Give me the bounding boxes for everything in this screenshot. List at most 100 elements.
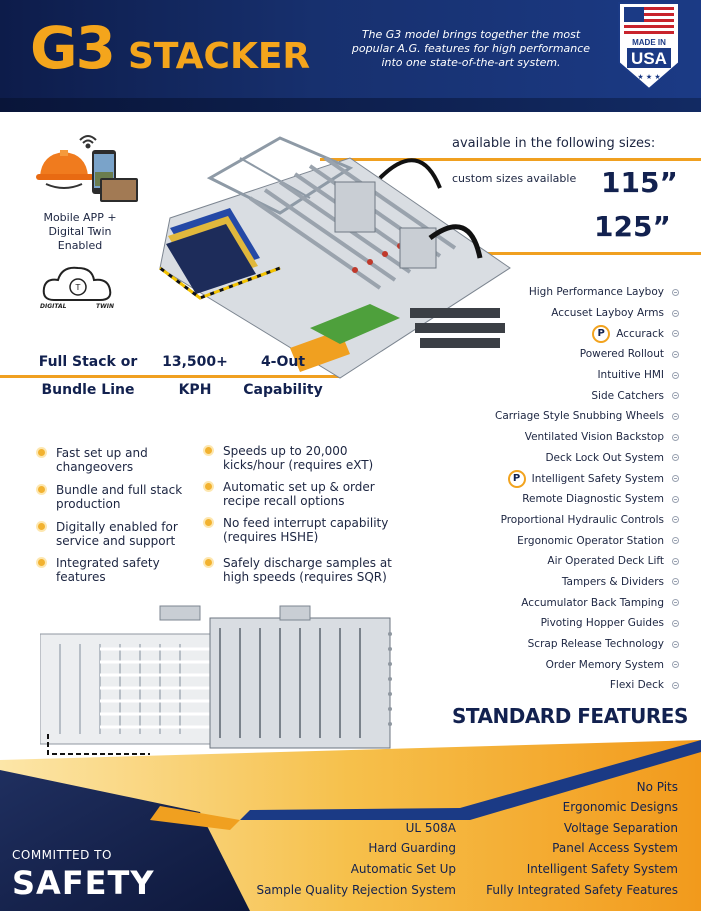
hard-hat-icon <box>36 150 94 189</box>
twin-label: TWIN <box>96 303 114 310</box>
digital-label: DIGITAL <box>40 303 67 310</box>
feature-bullet-icon <box>672 330 679 338</box>
title-stacker: STACKER <box>127 36 311 77</box>
mobile-app-illustration <box>36 135 138 202</box>
feature-item: Deck Lock Out System <box>419 448 679 469</box>
feature-label: Intuitive HMI <box>597 369 664 382</box>
mobile-app-text: Mobile APP + Digital Twin Enabled <box>43 211 117 252</box>
feature-item: Tampers & Dividers <box>419 572 679 593</box>
feature-bullet-icon <box>672 454 679 462</box>
feature-bullet-icon <box>672 495 679 503</box>
feature-item: Accuset Layboy Arms <box>419 303 679 324</box>
badge-made-in: MADE IN <box>632 38 666 47</box>
badge-usa: USA <box>631 49 667 68</box>
feature-bullet-icon <box>672 288 679 296</box>
sizes-intro: available in the following sizes: <box>452 136 656 151</box>
committed-to-text: COMMITTED TO <box>12 848 112 862</box>
feature-bullet-icon <box>672 475 679 483</box>
feature-label: Remote Diagnostic System <box>522 493 664 506</box>
feature-bullet-icon <box>672 350 679 358</box>
size-115: 115” <box>601 166 678 199</box>
bullet-speeds: Speeds up to 20,000 kicks/hour (requires… <box>205 444 390 472</box>
feature-item: Remote Diagnostic System <box>419 489 679 510</box>
feature-label: Scrap Release Technology <box>527 638 664 651</box>
feature-label: Side Catchers <box>591 389 664 402</box>
feature-item: Accumulator Back Tamping <box>419 592 679 613</box>
feature-item: Ventilated Vision Backstop <box>419 427 679 448</box>
bullet-bundle-stack: Bundle and full stack production <box>38 483 188 511</box>
feature-bullet-icon <box>672 681 679 689</box>
safety-ul508a: UL 508A <box>405 821 456 835</box>
feature-bullet-icon <box>672 578 679 586</box>
feature-bullet-icon <box>672 371 679 379</box>
size-125: 125” <box>594 210 671 243</box>
feature-label: Ventilated Vision Backstop <box>524 431 664 444</box>
safety-heading: SAFETY <box>12 864 155 902</box>
svg-text:★ ★ ★: ★ ★ ★ <box>637 73 660 81</box>
feature-label: Deck Lock Out System <box>545 451 664 464</box>
stat-kph-bottom: KPH <box>178 382 212 398</box>
tablet-icon <box>100 178 138 202</box>
feature-bullet-icon <box>672 412 679 420</box>
made-in-usa-badge: MADE IN USA ★ ★ ★ <box>618 2 680 91</box>
feature-item: P Accurack <box>419 323 679 344</box>
feature-item: Proportional Hydraulic Controls <box>419 510 679 531</box>
feature-bullet-icon <box>672 433 679 441</box>
feature-label: Air Operated Deck Lift <box>547 555 664 568</box>
stat-full-stack: Full Stack or Bundle Line <box>32 354 144 398</box>
safety-sample-rejection: Sample Quality Rejection System <box>256 883 456 897</box>
bullet-digital: Digitally enabled for service and suppor… <box>38 520 198 548</box>
stat-4-out-top: 4-Out <box>260 354 306 370</box>
feature-label: Tampers & Dividers <box>561 575 664 588</box>
svg-text:T: T <box>75 283 81 292</box>
tagline: The G3 model brings together the most po… <box>351 28 591 69</box>
stat-4-out: 4-Out Capability <box>236 354 330 398</box>
feature-item: Scrap Release Technology <box>419 634 679 655</box>
feature-label: Accuset Layboy Arms <box>551 307 664 320</box>
feature-bullet-icon <box>672 537 679 545</box>
feature-label: Proportional Hydraulic Controls <box>500 513 664 526</box>
safety-panel-access: Panel Access System <box>552 841 678 855</box>
floor-plan-drawing <box>40 605 392 774</box>
feature-item: Powered Rollout <box>419 344 679 365</box>
stat-4-out-bottom: Capability <box>243 382 323 398</box>
feature-bullet-icon <box>672 619 679 627</box>
feature-label: Accumulator Back Tamping <box>521 596 664 609</box>
feature-item: High Performance Layboy <box>419 282 679 303</box>
feature-bullet-icon <box>672 599 679 607</box>
title-g3: G3 <box>30 14 116 82</box>
stat-full-stack-bottom: Bundle Line <box>41 382 135 398</box>
standard-features-heading: STANDARD FEATURES <box>452 704 688 728</box>
feature-bullet-icon <box>672 557 679 565</box>
bullet-sample: Safely discharge samples at high speeds … <box>205 556 410 584</box>
feature-label: Ergonomic Operator Station <box>517 534 664 547</box>
patented-badge-icon: P <box>507 469 526 488</box>
feature-item: Pivoting Hopper Guides <box>419 613 679 634</box>
feature-label: Flexi Deck <box>609 679 664 692</box>
stat-kph: 13,500+ KPH <box>155 354 235 398</box>
safety-ergonomic: Ergonomic Designs <box>562 800 678 814</box>
safety-intelligent: Intelligent Safety System <box>526 862 678 876</box>
bullet-fast-setup: Fast set up and changeovers <box>38 446 188 474</box>
feature-item: Carriage Style Snubbing Wheels <box>419 406 679 427</box>
us-flag-icon <box>624 7 674 35</box>
stat-full-stack-top: Full Stack or <box>38 354 138 370</box>
orange-rule-mid <box>420 252 701 255</box>
safety-voltage: Voltage Separation <box>563 821 678 835</box>
feature-bullet-icon <box>672 392 679 400</box>
patented-badge-icon: P <box>592 324 611 343</box>
feature-label: Pivoting Hopper Guides <box>540 617 664 630</box>
feature-label: Powered Rollout <box>579 348 664 361</box>
feature-item: Flexi Deck <box>419 675 679 696</box>
wifi-icon <box>79 135 97 149</box>
g3-stacker-machine-image <box>159 136 511 379</box>
stat-kph-top: 13,500+ <box>162 354 228 370</box>
feature-label: Carriage Style Snubbing Wheels <box>495 410 664 423</box>
page-title: G3 STACKER <box>30 14 310 84</box>
bullet-integrated-safety: Integrated safety features <box>38 556 188 584</box>
feature-label: Accurack <box>616 327 664 340</box>
feature-item: Ergonomic Operator Station <box>419 530 679 551</box>
feature-label: High Performance Layboy <box>528 286 664 299</box>
bullet-no-feed: No feed interrupt capability (requires H… <box>205 516 395 544</box>
